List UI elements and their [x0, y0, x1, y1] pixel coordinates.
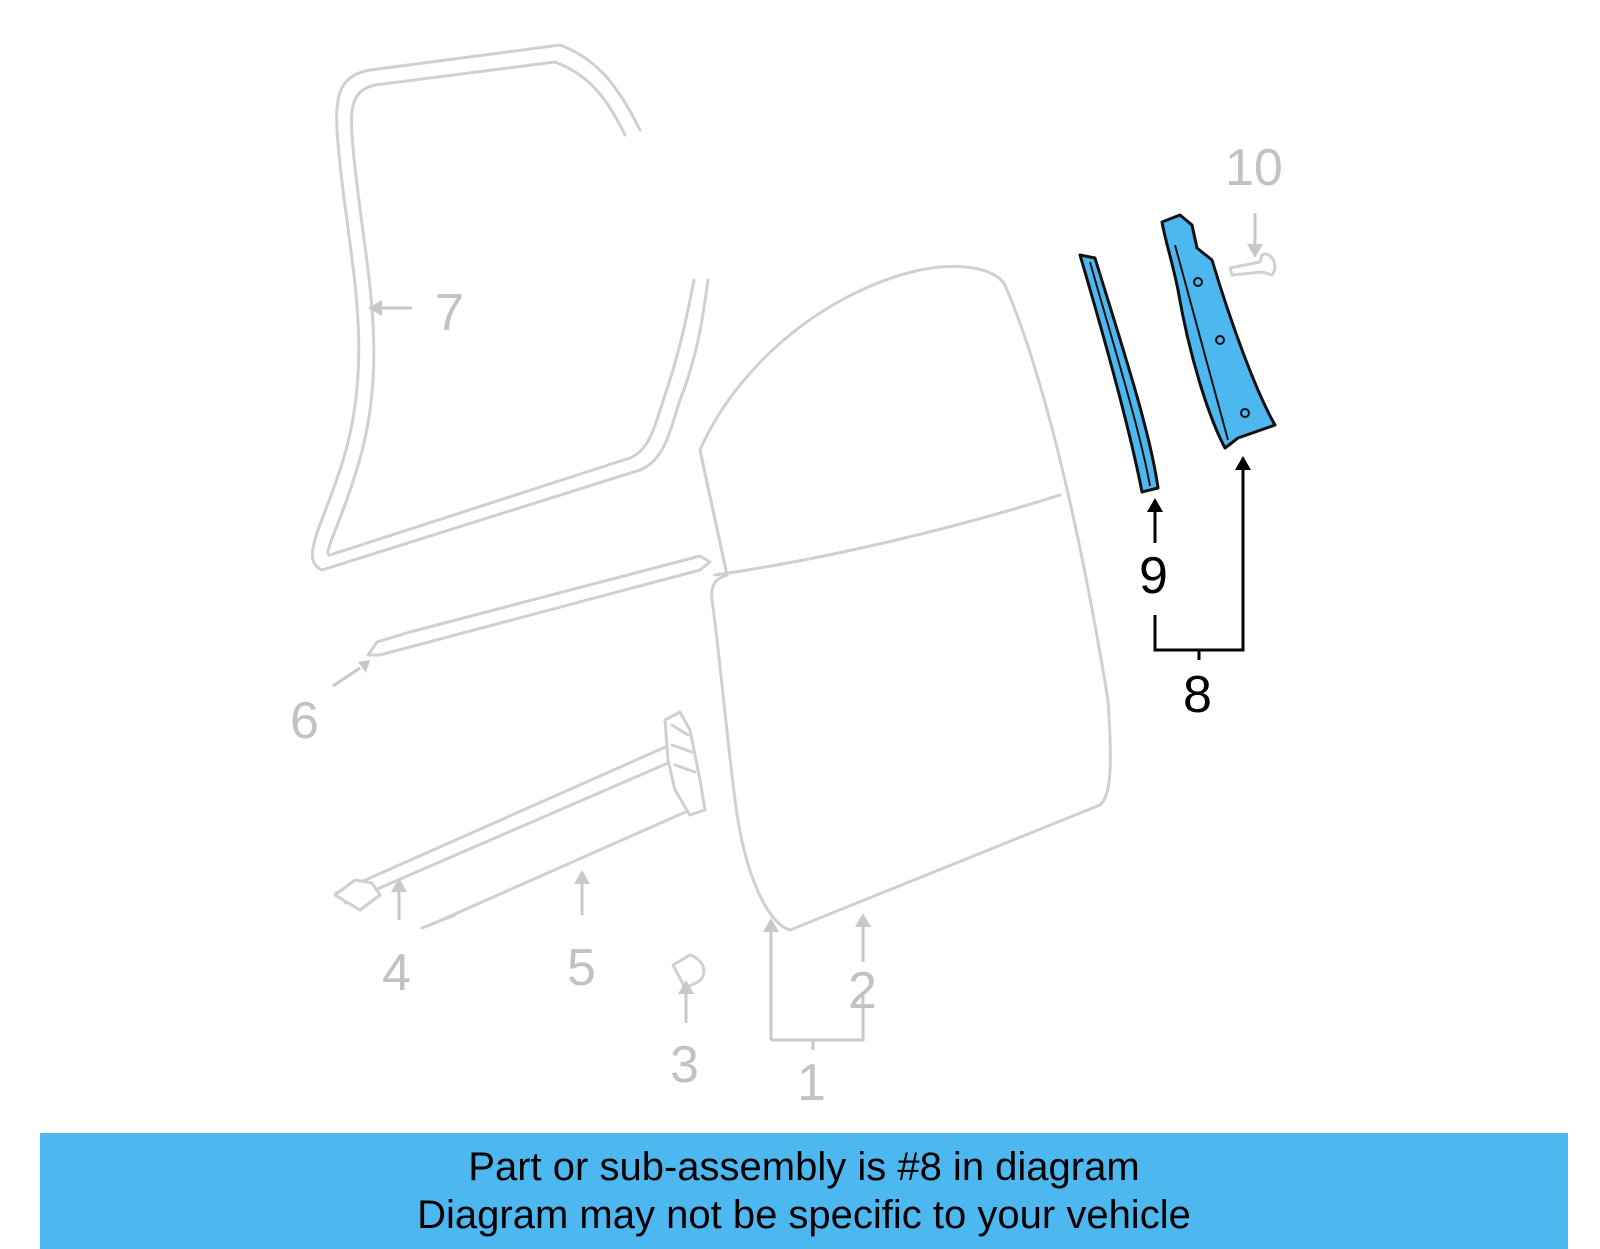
callout-1[interactable]: 1: [797, 1054, 826, 1112]
ghost-leaders: [332, 213, 1263, 1050]
part-8-pillar-applique[interactable]: [1160, 213, 1277, 450]
part-1-2-door-glass: [698, 264, 1112, 932]
callout-5[interactable]: 5: [567, 939, 596, 997]
callout-2[interactable]: 2: [848, 962, 877, 1020]
banner-line-2: Diagram may not be specific to your vehi…: [417, 1193, 1191, 1237]
banner-line-1: Part or sub-assembly is #8 in diagram: [468, 1145, 1140, 1189]
callout-4[interactable]: 4: [382, 944, 411, 1002]
part-6-belt-molding: [366, 554, 712, 657]
parts-diagram: 7 6 4 5 3 2 1 10 9 8: [290, 43, 1283, 1112]
callout-9[interactable]: 9: [1139, 547, 1168, 605]
part-3-plug: [671, 953, 706, 990]
callout-8[interactable]: 8: [1183, 666, 1212, 724]
part-4-5-run-channels: [333, 710, 707, 930]
info-banner: Part or sub-assembly is #8 in diagram Di…: [40, 1133, 1568, 1249]
part-7-weatherstrip: [310, 43, 710, 572]
active-leaders: [1147, 456, 1251, 660]
callout-10[interactable]: 10: [1225, 139, 1283, 197]
callout-3[interactable]: 3: [670, 1036, 699, 1094]
callout-6[interactable]: 6: [290, 692, 319, 750]
part-10-screw: [1228, 252, 1277, 277]
part-9-trim-strip[interactable]: [1078, 253, 1160, 494]
callout-7[interactable]: 7: [435, 284, 464, 342]
